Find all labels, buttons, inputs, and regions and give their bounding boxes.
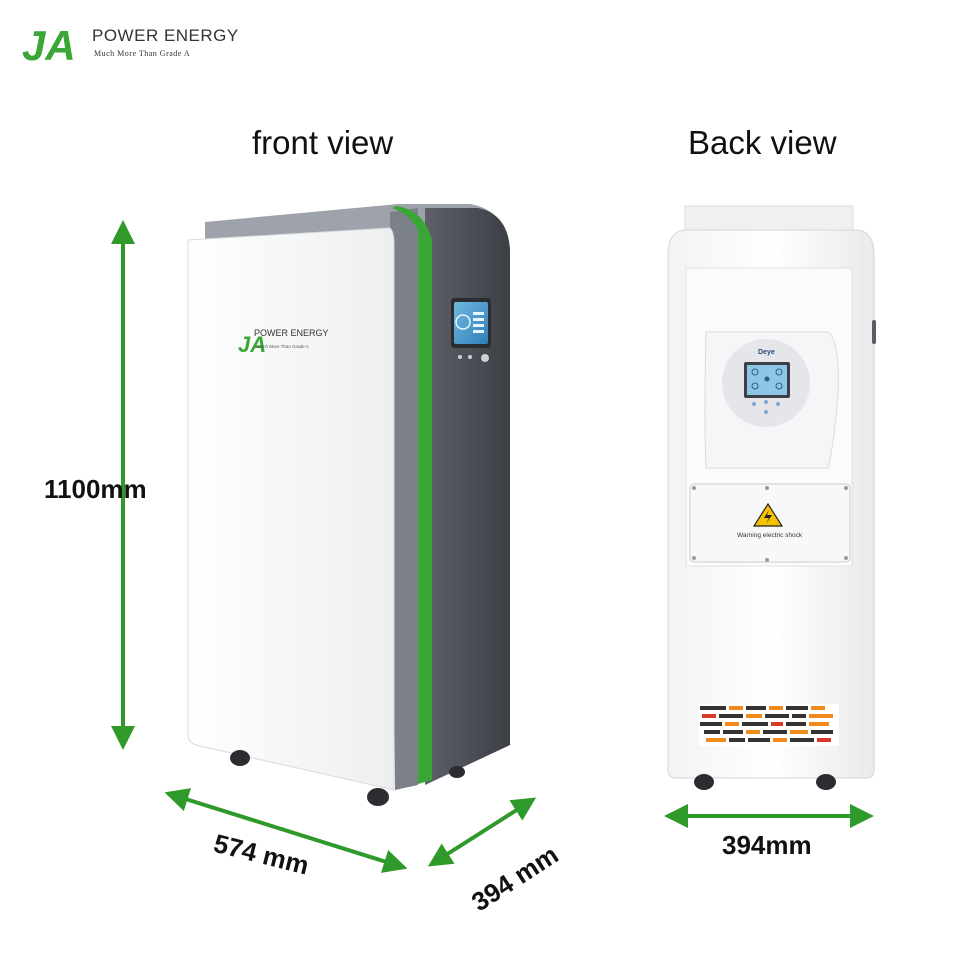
front-view-title: front view [252, 124, 394, 161]
logo-letters: JA [22, 22, 76, 66]
power-button-icon [481, 354, 489, 362]
back-unit-lid [684, 205, 854, 235]
front-unit-bevel [390, 208, 418, 790]
panel-logo-tagline: Much More Than Grade A [257, 344, 309, 349]
side-handle [872, 320, 876, 344]
back-unit: Deye Warning electric shock [667, 205, 876, 790]
panel-logo-name: POWER ENERGY [254, 328, 329, 338]
wheel-icon [367, 788, 389, 806]
wheel-icon [694, 774, 714, 790]
inverter-button-2 [764, 400, 768, 404]
warning-text: Warning electric shock [737, 532, 803, 539]
inverter-button-4 [764, 410, 768, 414]
panel-logo-letters: JA [238, 332, 266, 357]
front-unit: JA POWER ENERGY Much More Than Grade A [187, 204, 510, 806]
depth-arrow [427, 797, 537, 867]
green-stripe [392, 206, 432, 784]
vent-grille [699, 704, 839, 746]
inverter-button-3 [776, 402, 780, 406]
front-button-2 [468, 355, 472, 359]
inverter-button-1 [752, 402, 756, 406]
width-arrow [164, 788, 408, 873]
logo-tagline: Much More Than Grade A [94, 49, 191, 58]
company-logo: JA POWER ENERGY Much More Than Grade A [22, 22, 252, 72]
logo-brand-name: POWER ENERGY [92, 26, 239, 45]
front-button-1 [458, 355, 462, 359]
height-label: 1100mm [44, 474, 147, 504]
ja-logo-icon: JA [22, 22, 76, 69]
wheel-icon [449, 766, 465, 778]
wheel-icon [816, 774, 836, 790]
front-unit-side [425, 208, 510, 785]
front-panel [187, 227, 395, 791]
back-view-title: Back view [688, 124, 837, 161]
inverter-brand-label: Deye [758, 349, 775, 356]
display-gauge-icon [455, 314, 471, 330]
front-display-screen [454, 302, 488, 344]
back-width-label: 394mm [722, 830, 812, 860]
wheel-icon [230, 750, 250, 766]
